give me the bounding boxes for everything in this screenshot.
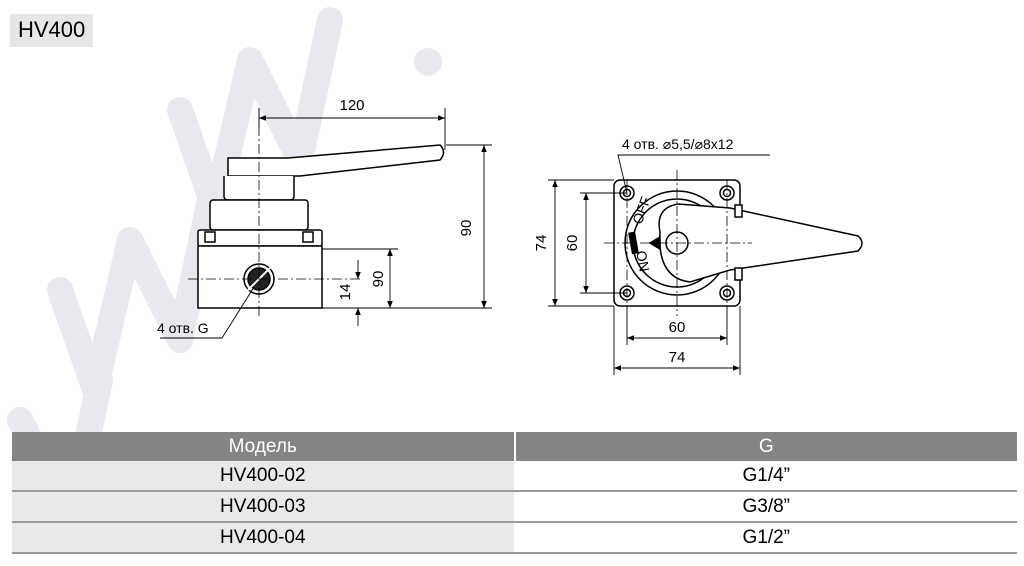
cell-model: HV400-04 [12,522,516,554]
column-header-g: G [514,432,1017,461]
cell-g: G3/8” [514,491,1017,523]
dim-inner-height-60: 60 [564,235,581,252]
dim-inner-width-60: 60 [669,319,686,336]
cell-g: G1/2” [514,522,1017,554]
dial-mark-on: ON [633,249,652,272]
technical-drawing: 120 90 90 14 4 отв. G OFF ON [157,97,863,375]
hole-callout: 4 отв. ⌀5,5/⌀8x12 [622,136,734,152]
top-view-centerlines [604,170,752,316]
port-callout: 4 отв. G [157,320,209,336]
side-view [197,144,445,309]
cell-model: HV400-03 [12,491,516,523]
dim-total-height-90: 90 [458,220,475,237]
dial-ring-marks [628,231,639,255]
table-row: HV400-02 G1/4” [12,461,1017,492]
dim-body-height-90: 90 [370,271,387,288]
dim-outer-width-74: 74 [669,349,686,366]
top-view [613,179,863,307]
spec-table: Модель G HV400-02 G1/4” HV400-03 G3/8” H… [12,432,1017,554]
top-view-dimensions [548,154,770,375]
side-view-dimensions [160,108,492,339]
cell-model: HV400-02 [12,461,516,492]
cell-g: G1/4” [514,461,1017,492]
table-row: HV400-04 G1/2” [12,522,1017,554]
column-header-model: Модель [12,432,516,461]
table-header-row: Модель G [12,432,1017,461]
dim-width-120: 120 [339,97,364,114]
table-row: HV400-03 G3/8” [12,491,1017,523]
dim-outer-height-74: 74 [533,235,550,252]
side-view-centerlines [188,108,360,318]
page-title: HV400 [10,14,94,47]
dim-port-center-14: 14 [337,284,354,301]
